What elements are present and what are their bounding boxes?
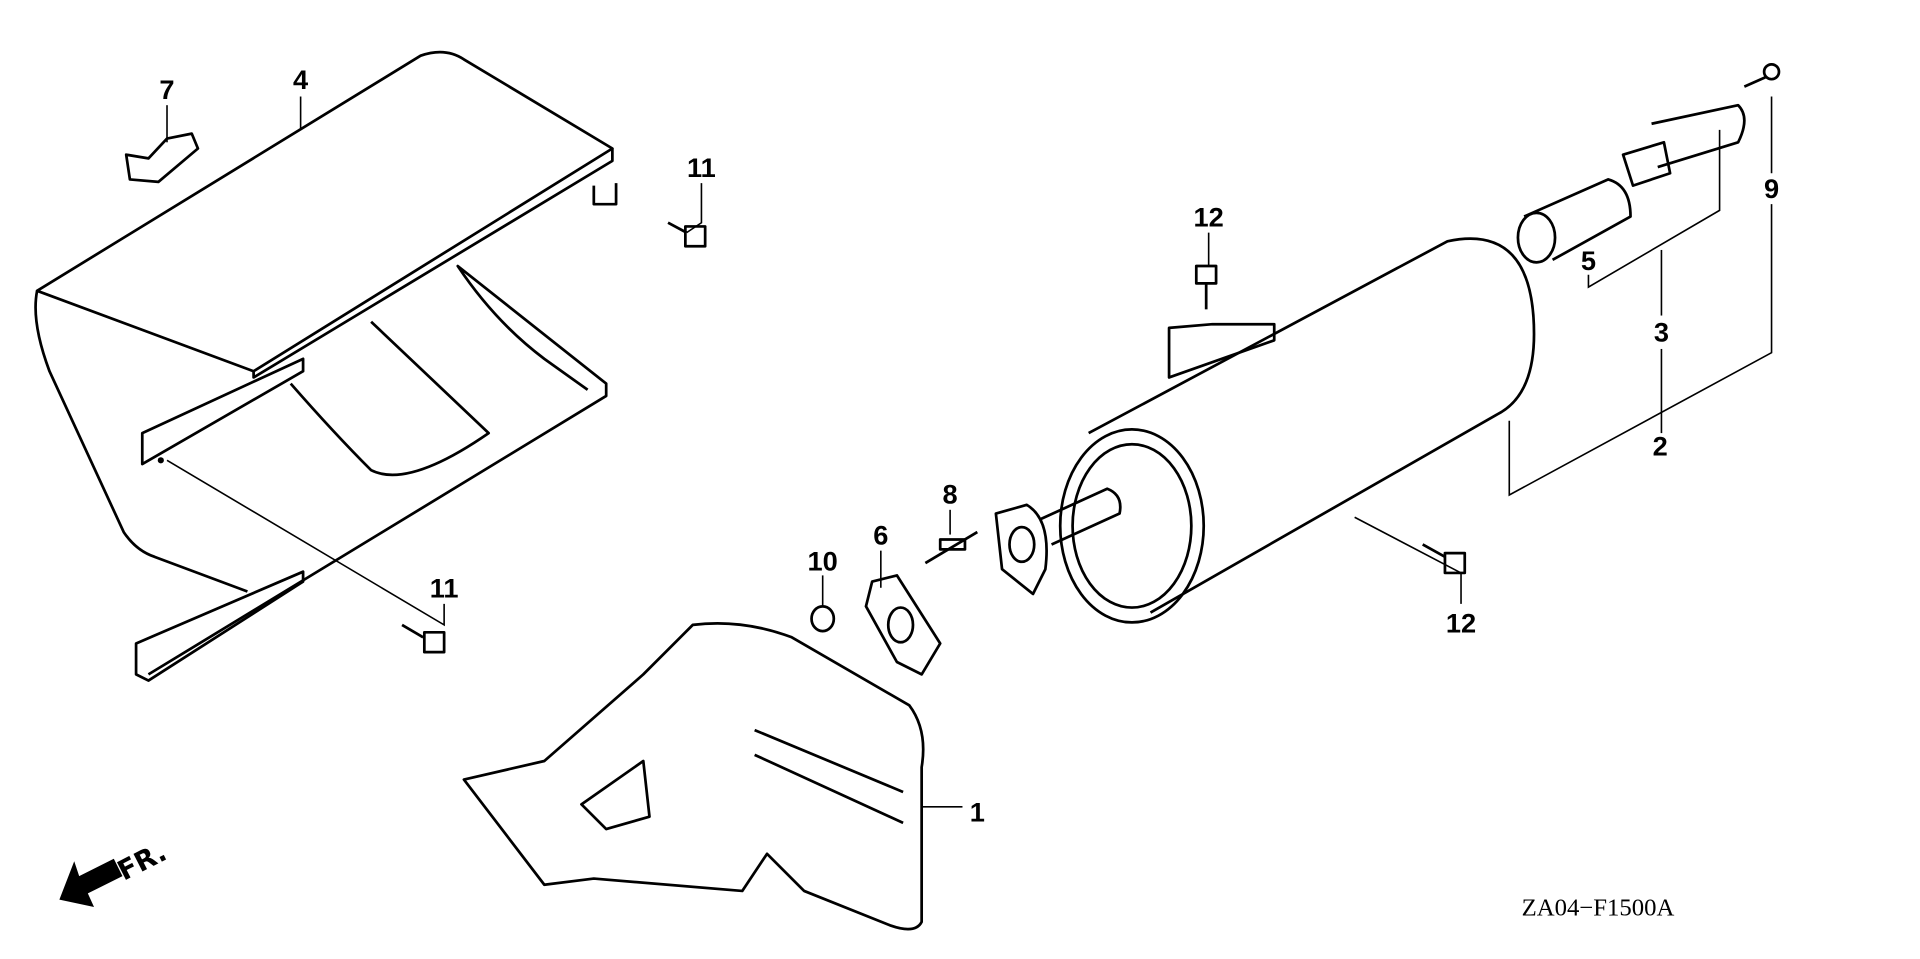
callout-11-upper: 11 [687,152,716,183]
part-1-exhaust-guide[interactable] [462,622,925,931]
part-2-muffler[interactable] [994,237,1536,624]
part-12-bolt-upper[interactable] [1194,264,1218,310]
callout-8: 8 [943,479,958,510]
drawing-code: ZA04−F1500A [1522,895,1675,922]
callout-12-lower: 12 [1446,607,1476,638]
leader-lines [166,96,1773,808]
part-9-screw[interactable] [1743,62,1781,88]
callout-1: 1 [970,797,985,828]
part-3-tail-pipe[interactable] [1621,103,1746,187]
callout-2: 2 [1653,430,1668,461]
callout-10: 10 [808,545,838,576]
part-10-nut[interactable] [810,604,836,633]
callout-3: 3 [1654,317,1669,348]
callout-11-lower: 11 [430,573,459,604]
callout-9: 9 [1764,173,1779,204]
callout-6: 6 [873,519,888,550]
callout-5: 5 [1581,245,1596,276]
callout-4: 4 [293,64,308,95]
part-4-protector[interactable] [34,50,618,682]
part-8-stud[interactable] [924,530,979,565]
front-direction-arrow-icon: FR. [59,837,172,908]
part-11-bolt-lower[interactable] [401,623,446,654]
front-label: FR. [113,837,172,887]
part-6-gasket[interactable] [864,574,942,676]
part-12-bolt-lower[interactable] [1422,543,1467,575]
part-5-spark-arrester-screen[interactable] [1516,178,1632,264]
callout-7: 7 [159,74,174,105]
part-11-bolt-upper[interactable] [667,221,707,248]
part-7-clip[interactable] [124,132,200,184]
callout-12-upper: 12 [1194,201,1224,232]
